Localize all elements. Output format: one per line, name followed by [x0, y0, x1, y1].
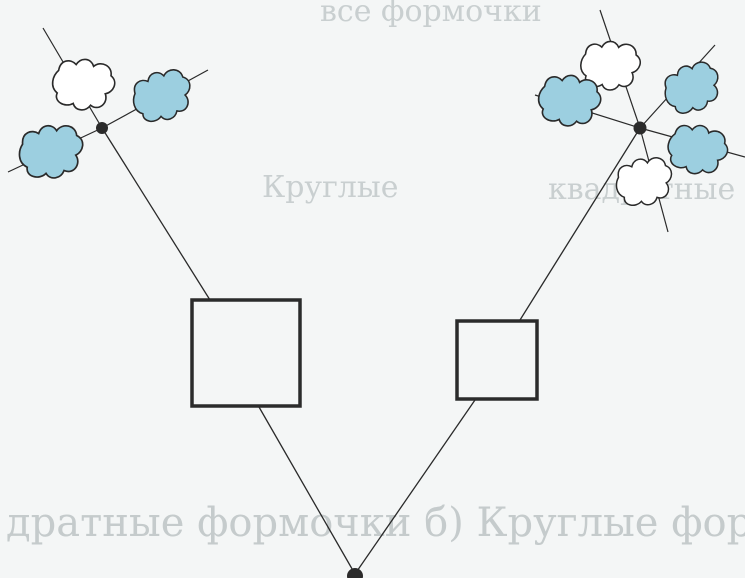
left-blue-shape-right: [126, 64, 198, 128]
line-right-box-to-right-node: [519, 127, 641, 321]
right-empty-box: [455, 319, 539, 401]
line-left-box-to-left-node: [101, 127, 211, 301]
left-branch-node: [96, 122, 108, 134]
left-shape-group: [16, 53, 198, 182]
background-text-mid-left: Круглые: [262, 170, 399, 205]
right-white-shape-bottom: [611, 153, 677, 211]
connector-lines: [7, 9, 745, 575]
line-root-to-left-box: [258, 406, 356, 575]
right-blue-shape-lower-right: [661, 117, 733, 182]
left-blue-shape-left: [16, 122, 87, 182]
root-node: [347, 568, 363, 578]
background-text-top: все формочки: [320, 0, 542, 29]
right-shape-group: [533, 38, 733, 211]
right-blue-shape-upper-right: [657, 55, 728, 121]
left-white-shape: [47, 53, 119, 116]
right-branch-node: [633, 121, 647, 135]
background-text-bottom: дратные формочки б) Круглые фор: [6, 500, 745, 546]
line-root-to-right-box: [354, 399, 476, 575]
left-empty-box: [190, 298, 302, 408]
